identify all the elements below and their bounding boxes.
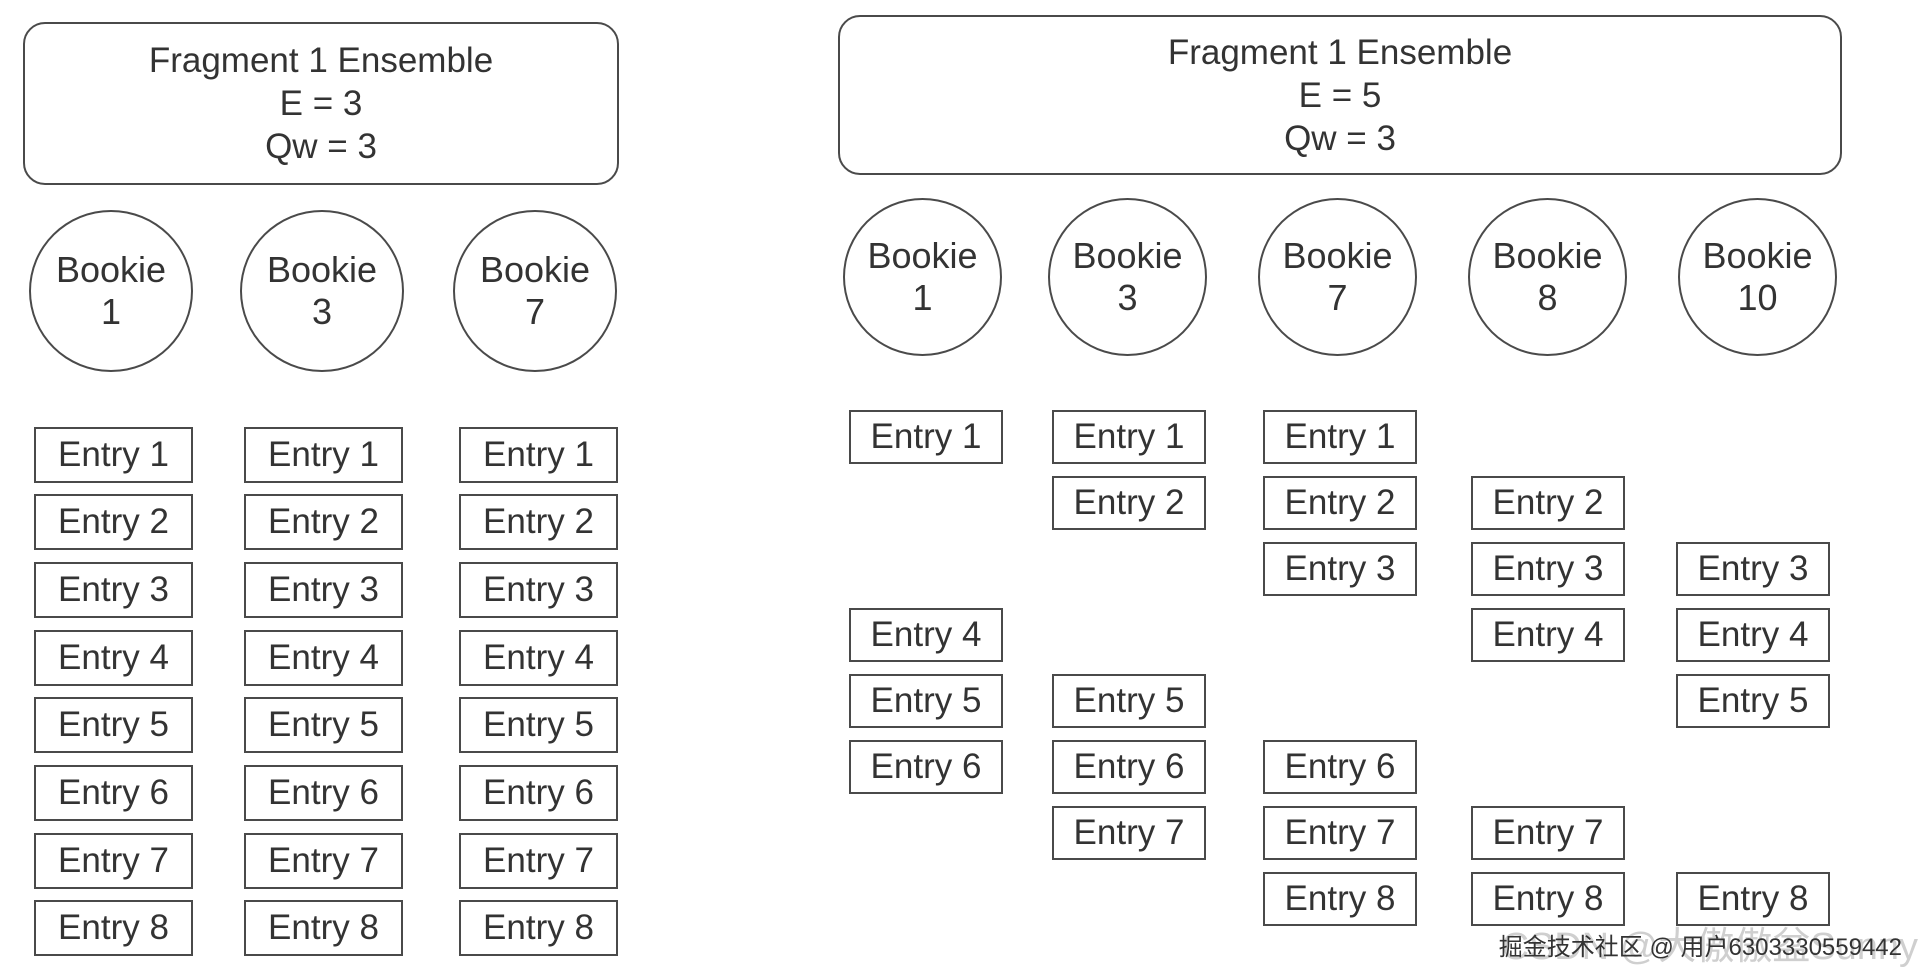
right-fragment-ensemble-box: Fragment 1 Ensemble E = 5 Qw = 3: [838, 15, 1842, 175]
right-bookie-1-entry: Entry 6: [849, 740, 1003, 794]
right-bookie-8-entry: Entry 3: [1471, 542, 1625, 596]
right-bookie-7-entry: Entry 2: [1263, 476, 1417, 530]
left-bookie-3-entry: Entry 7: [244, 833, 403, 889]
left-bookie-3-entry: Entry 4: [244, 630, 403, 686]
right-bookie-8-entry: Entry 8: [1471, 872, 1625, 926]
right-bookie-1-entry: Entry 1: [849, 410, 1003, 464]
left-bookie-1-entry: Entry 3: [34, 562, 193, 618]
left-bookie-1-entry: Entry 4: [34, 630, 193, 686]
right-bookie-3-entry: Entry 1: [1052, 410, 1206, 464]
right-bookie-8-entry: Entry 2: [1471, 476, 1625, 530]
right-fragment-qw-label: Qw = 3: [1284, 118, 1396, 158]
right-bookie-10-name: Bookie: [1702, 235, 1813, 276]
left-bookie-7-entry: Entry 4: [459, 630, 618, 686]
right-bookie-7-node: Bookie 7: [1258, 198, 1417, 356]
right-bookie-8-entry: Entry 4: [1471, 608, 1625, 662]
left-bookie-7-number: 7: [524, 291, 546, 332]
left-bookie-1-entry: Entry 6: [34, 765, 193, 821]
left-bookie-1-name: Bookie: [55, 249, 167, 290]
left-fragment-title: Fragment 1 Ensemble: [148, 41, 494, 80]
right-fragment-title: Fragment 1 Ensemble: [1167, 32, 1513, 72]
left-bookie-7-entry: Entry 8: [459, 900, 618, 956]
left-bookie-1-entry: Entry 5: [34, 697, 193, 753]
left-bookie-1-number: 1: [100, 291, 122, 332]
left-bookie-3-entry: Entry 1: [244, 427, 403, 483]
left-bookie-3-name: Bookie: [266, 249, 378, 290]
left-bookie-1-entry: Entry 1: [34, 427, 193, 483]
left-bookie-3-entry: Entry 2: [244, 494, 403, 550]
right-bookie-3-entry: Entry 2: [1052, 476, 1206, 530]
right-bookie-8-node: Bookie 8: [1468, 198, 1627, 356]
left-fragment-qw-label: Qw = 3: [265, 127, 377, 166]
right-bookie-7-entry: Entry 1: [1263, 410, 1417, 464]
left-bookie-7-entry: Entry 7: [459, 833, 618, 889]
right-bookie-7-name: Bookie: [1282, 235, 1393, 276]
left-bookie-3-entry: Entry 8: [244, 900, 403, 956]
right-bookie-10-entry: Entry 4: [1676, 608, 1830, 662]
left-bookie-7-name: Bookie: [479, 249, 591, 290]
right-bookie-1-entry: Entry 4: [849, 608, 1003, 662]
right-bookie-3-name: Bookie: [1072, 235, 1183, 276]
watermark-text: 掘金技术社区 @ 用户6303330559442: [1498, 934, 1902, 961]
right-bookie-3-node: Bookie 3: [1048, 198, 1207, 356]
right-fragment-e-label: E = 5: [1298, 75, 1382, 115]
left-fragment-ensemble-box: Fragment 1 Ensemble E = 3 Qw = 3: [23, 22, 619, 185]
right-bookie-10-entry: Entry 5: [1676, 674, 1830, 728]
right-bookie-7-entry: Entry 7: [1263, 806, 1417, 860]
right-bookie-10-number: 10: [1737, 277, 1778, 318]
right-bookie-10-entry: Entry 8: [1676, 872, 1830, 926]
left-bookie-3-node: Bookie 3: [240, 210, 404, 372]
right-bookie-3-number: 3: [1117, 277, 1138, 318]
right-bookie-3-entry: Entry 5: [1052, 674, 1206, 728]
right-bookie-7-number: 7: [1327, 277, 1348, 318]
left-bookie-1-node: Bookie 1: [29, 210, 193, 372]
right-bookie-1-number: 1: [912, 277, 933, 318]
left-bookie-7-entry: Entry 3: [459, 562, 618, 618]
right-bookie-7-entry: Entry 6: [1263, 740, 1417, 794]
left-bookie-7-entry: Entry 6: [459, 765, 618, 821]
right-bookie-3-entry: Entry 6: [1052, 740, 1206, 794]
left-bookie-3-entry: Entry 5: [244, 697, 403, 753]
right-bookie-1-entry: Entry 5: [849, 674, 1003, 728]
right-bookie-1-name: Bookie: [867, 235, 978, 276]
right-bookie-7-entry: Entry 8: [1263, 872, 1417, 926]
watermark-ghost-text: CSDN @大傲傲盆Sunny: [1501, 926, 1918, 968]
right-bookie-8-entry: Entry 7: [1471, 806, 1625, 860]
left-bookie-1-entry: Entry 7: [34, 833, 193, 889]
left-bookie-3-number: 3: [311, 291, 333, 332]
right-bookie-3-entry: Entry 7: [1052, 806, 1206, 860]
right-bookie-10-node: Bookie 10: [1678, 198, 1837, 356]
left-bookie-1-entry: Entry 8: [34, 900, 193, 956]
left-bookie-3-entry: Entry 6: [244, 765, 403, 821]
left-bookie-7-entry: Entry 5: [459, 697, 618, 753]
left-bookie-3-entry: Entry 3: [244, 562, 403, 618]
right-bookie-7-entry: Entry 3: [1263, 542, 1417, 596]
right-bookie-1-node: Bookie 1: [843, 198, 1002, 356]
left-bookie-1-entry: Entry 2: [34, 494, 193, 550]
left-fragment-e-label: E = 3: [279, 84, 363, 123]
left-bookie-7-entry: Entry 1: [459, 427, 618, 483]
left-bookie-7-node: Bookie 7: [453, 210, 617, 372]
right-bookie-8-name: Bookie: [1492, 235, 1603, 276]
left-bookie-7-entry: Entry 2: [459, 494, 618, 550]
right-bookie-8-number: 8: [1537, 277, 1558, 318]
right-bookie-10-entry: Entry 3: [1676, 542, 1830, 596]
